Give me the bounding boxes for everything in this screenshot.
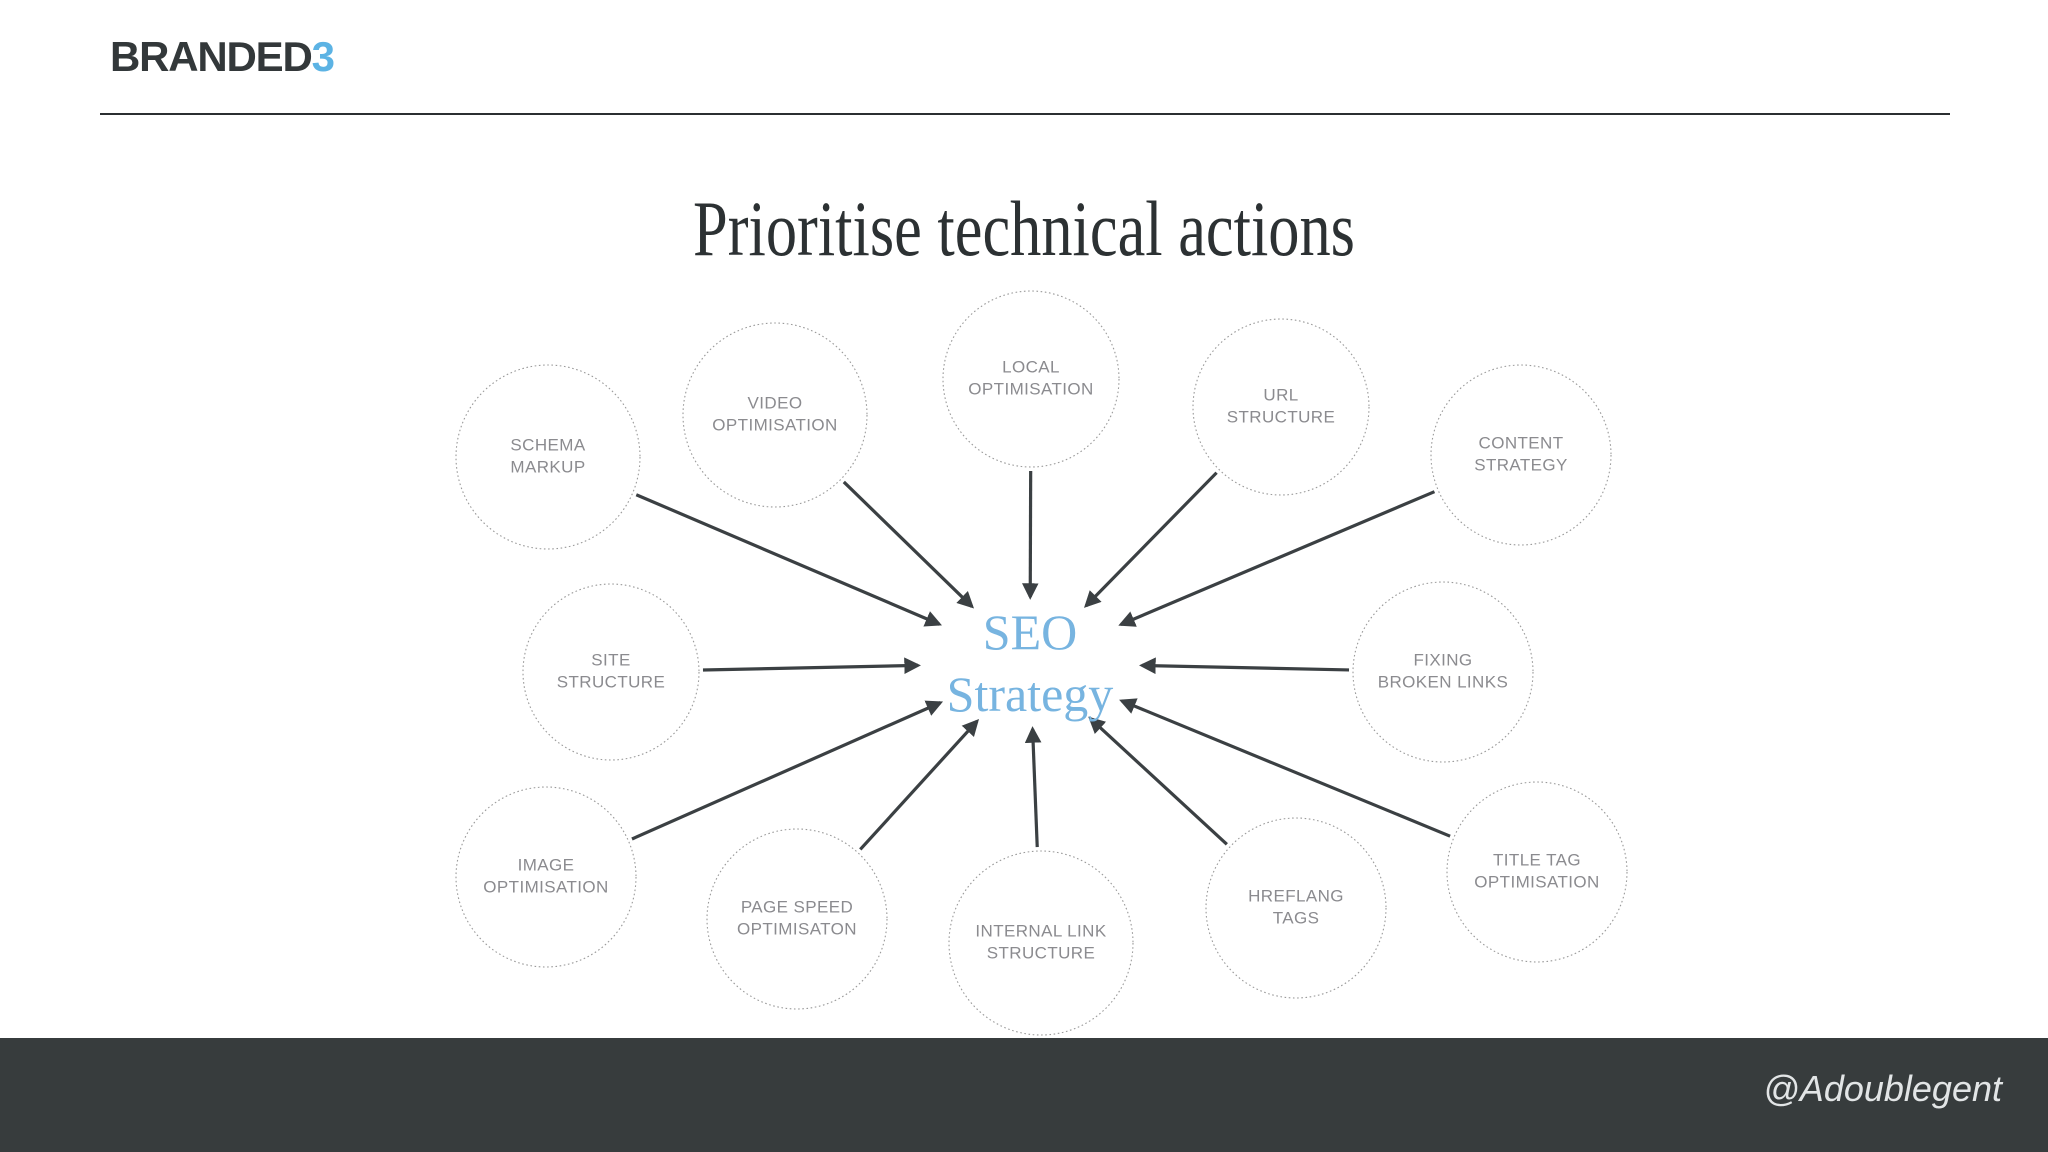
connector-arrow-title-tag: [1119, 698, 1451, 838]
node-circle-image-optimisation: [455, 786, 637, 968]
connector-arrow-video-optimisation: [842, 480, 975, 609]
node-hreflang-tags[interactable]: HREFLANG TAGS: [1205, 817, 1387, 999]
node-video-optimisation[interactable]: VIDEO OPTIMISATION: [682, 322, 868, 508]
connector-arrow-page-speed: [859, 719, 980, 851]
node-label-internal-link: STRUCTURE: [987, 943, 1095, 962]
connector-arrow-url-structure: [1084, 471, 1218, 608]
node-label-site-structure: SITE: [591, 650, 630, 669]
connector-arrow-site-structure: [702, 657, 921, 675]
brand-logo: BRANDED3: [110, 33, 335, 80]
node-fixing-broken-links[interactable]: FIXING BROKEN LINKS: [1352, 581, 1534, 763]
node-circle-content-strategy: [1430, 364, 1612, 546]
node-label-image-optimisation: OPTIMISATION: [483, 877, 608, 896]
node-content-strategy[interactable]: CONTENT STRATEGY: [1430, 364, 1612, 546]
footer-bar: @Adoublegent: [0, 1038, 2048, 1152]
node-circle-schema-markup: [455, 364, 641, 550]
node-label-schema-markup: SCHEMA: [510, 435, 585, 454]
center-label-line2: Strategy: [947, 666, 1114, 722]
node-label-fixing-broken-links: BROKEN LINKS: [1378, 672, 1508, 691]
node-label-url-structure: STRUCTURE: [1227, 407, 1335, 426]
node-label-schema-markup: MARKUP: [510, 457, 585, 476]
node-schema-markup[interactable]: SCHEMA MARKUP: [455, 364, 641, 550]
node-circle-title-tag: [1446, 781, 1628, 963]
brand-logo-word: BRANDED: [110, 33, 313, 80]
header-divider: [100, 113, 1950, 115]
connector-arrow-hreflang-tags: [1088, 716, 1228, 846]
node-label-video-optimisation: OPTIMISATION: [712, 415, 837, 434]
node-local-optimisation[interactable]: LOCAL OPTIMISATION: [942, 290, 1120, 468]
page-title: Prioritise technical actions: [693, 185, 1355, 272]
node-image-optimisation[interactable]: IMAGE OPTIMISATION: [455, 786, 637, 968]
node-circle-internal-link: [948, 850, 1134, 1036]
node-label-content-strategy: STRATEGY: [1474, 455, 1568, 474]
node-label-local-optimisation: OPTIMISATION: [968, 379, 1093, 398]
node-site-structure[interactable]: SITE STRUCTURE: [522, 583, 700, 761]
node-label-url-structure: URL: [1263, 385, 1298, 404]
node-circle-url-structure: [1192, 318, 1370, 496]
node-label-image-optimisation: IMAGE: [518, 855, 575, 874]
node-label-hreflang-tags: TAGS: [1273, 908, 1320, 927]
node-label-site-structure: STRUCTURE: [557, 672, 665, 691]
diagram-canvas: SCHEMA MARKUP VIDEO OPTIMISATION LOCAL OPTIMI…: [455, 290, 1628, 1036]
connector-arrow-schema-markup: [635, 493, 942, 627]
node-label-content-strategy: CONTENT: [1479, 433, 1564, 452]
node-label-title-tag: TITLE TAG: [1493, 850, 1581, 869]
node-label-title-tag: OPTIMISATION: [1474, 872, 1599, 891]
node-circle-site-structure: [522, 583, 700, 761]
connector-arrow-internal-link: [1024, 726, 1042, 848]
node-label-fixing-broken-links: FIXING: [1413, 650, 1472, 669]
node-internal-link[interactable]: INTERNAL LINK STRUCTURE: [948, 850, 1134, 1036]
node-label-video-optimisation: VIDEO: [748, 393, 803, 412]
node-title-tag[interactable]: TITLE TAG OPTIMISATION: [1446, 781, 1628, 963]
node-circle-page-speed: [706, 828, 888, 1010]
node-circle-video-optimisation: [682, 322, 868, 508]
center-label-line1: SEO: [983, 604, 1077, 660]
node-circle-hreflang-tags: [1205, 817, 1387, 999]
connector-arrow-image-optimisation: [631, 700, 944, 841]
node-page-speed[interactable]: PAGE SPEED OPTIMISATON: [706, 828, 888, 1010]
node-layer: SCHEMA MARKUP VIDEO OPTIMISATION LOCAL OPTIMI…: [455, 290, 1628, 1036]
node-url-structure[interactable]: URL STRUCTURE: [1192, 318, 1370, 496]
node-label-page-speed: OPTIMISATON: [737, 919, 857, 938]
center-node: SEO Strategy: [947, 604, 1114, 722]
brand-logo-number: 3: [311, 33, 335, 80]
node-label-local-optimisation: LOCAL: [1002, 357, 1060, 376]
seo-strategy-diagram: SCHEMA MARKUP VIDEO OPTIMISATION LOCAL OPTIMI…: [455, 290, 1628, 1036]
node-label-page-speed: PAGE SPEED: [741, 897, 853, 916]
connector-layer: [631, 470, 1451, 851]
node-circle-local-optimisation: [942, 290, 1120, 468]
node-label-hreflang-tags: HREFLANG: [1248, 886, 1344, 905]
connector-arrow-content-strategy: [1118, 490, 1436, 627]
slide-header: BRANDED3: [0, 0, 2048, 120]
connector-arrow-fixing-broken-links: [1139, 657, 1350, 675]
node-label-internal-link: INTERNAL LINK: [975, 921, 1106, 940]
node-circle-fixing-broken-links: [1352, 581, 1534, 763]
footer-handle: @Adoublegent: [1763, 1068, 2002, 1109]
